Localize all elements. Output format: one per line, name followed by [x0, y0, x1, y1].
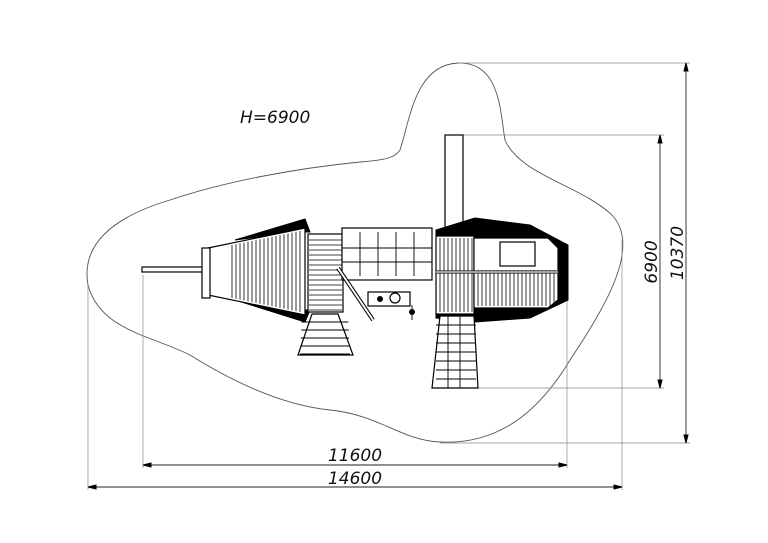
dimension-label-10370: 10370 — [668, 226, 688, 280]
ladder-left — [297, 313, 354, 356]
dimension-11600: 11600 — [142, 446, 568, 468]
height-label: H=6900 — [240, 108, 310, 128]
stern-cabin — [499, 241, 536, 267]
bow-deck — [207, 227, 306, 316]
dimension-label-6900: 6900 — [642, 240, 662, 283]
dimension-6900: 6900 — [642, 134, 663, 389]
bridge — [341, 227, 433, 281]
bowsprit — [141, 266, 209, 273]
mast — [444, 134, 464, 234]
safety-zone-outline — [86, 62, 624, 443]
dimension-label-11600: 11600 — [328, 446, 382, 466]
dimension-label-14600: 14600 — [328, 469, 382, 489]
dimension-14600: 14600 — [87, 469, 623, 490]
dimension-10370: 10370 — [668, 62, 689, 444]
pirate-ship-structure — [141, 134, 569, 389]
stair-deck — [307, 233, 344, 313]
steering-panel — [367, 291, 411, 307]
